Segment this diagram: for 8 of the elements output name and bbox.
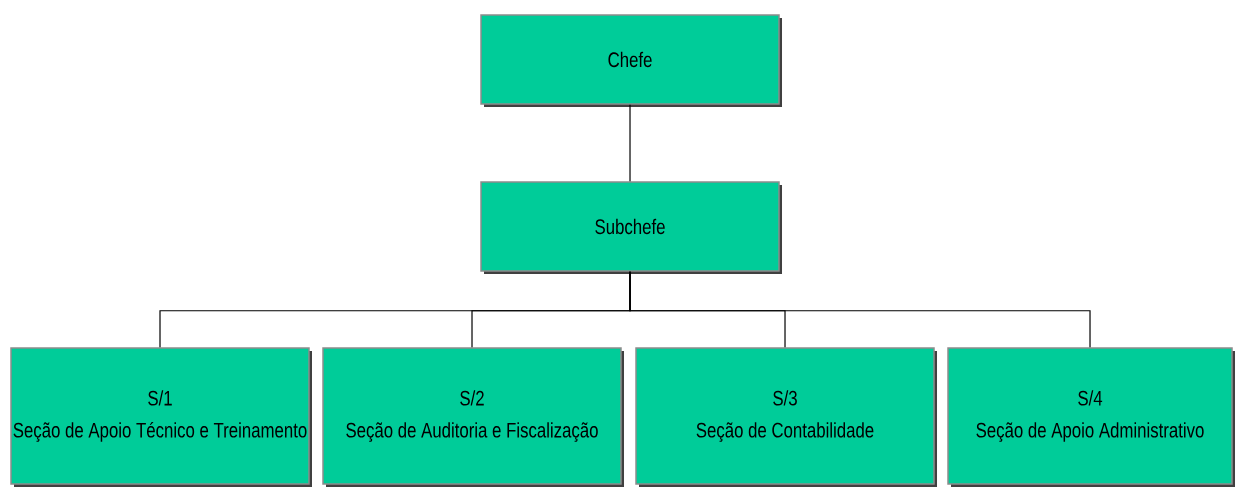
org-box: S/2 Seção de Auditoria e Fiscalização [322, 347, 624, 487]
org-box: Subchefe [480, 181, 782, 274]
org-box: S/4 Seção de Apoio Administrativo [947, 347, 1235, 487]
connector-line [629, 104, 631, 182]
org-box: Chefe [480, 14, 782, 107]
org-box: S/3 Seção de Contabilidade [635, 347, 937, 487]
connector-line [629, 271, 1091, 348]
org-box: S/1 Seção de Apoio Técnico e Treinamento [10, 347, 312, 487]
